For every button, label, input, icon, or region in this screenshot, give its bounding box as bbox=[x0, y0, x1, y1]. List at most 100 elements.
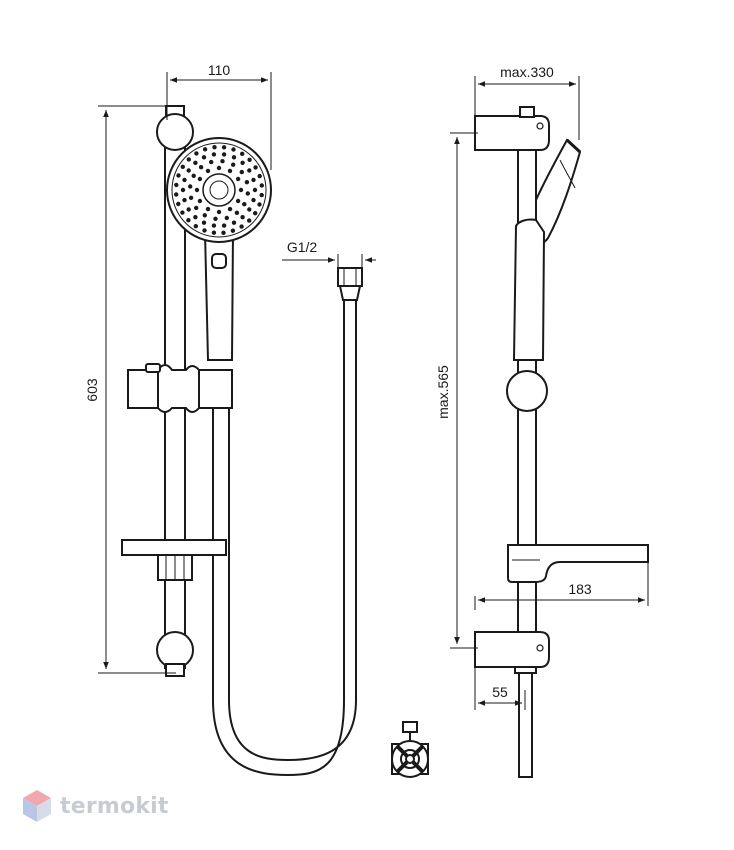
nozzle-dot bbox=[216, 209, 222, 215]
nozzle-dot bbox=[231, 220, 237, 225]
front-bottom-bracket bbox=[156, 631, 194, 669]
nozzle-dot bbox=[186, 207, 191, 212]
nozzle-dot bbox=[201, 155, 207, 160]
dim-label-max330: max.330 bbox=[500, 64, 554, 80]
nozzle-dot bbox=[244, 180, 250, 185]
nozzle-dot bbox=[193, 215, 198, 220]
nozzle-dot bbox=[186, 168, 191, 173]
nozzle-dot bbox=[221, 152, 227, 157]
nozzle-dot bbox=[259, 183, 264, 188]
nozzle-dot bbox=[202, 228, 207, 233]
nozzle-dot bbox=[205, 206, 211, 212]
side-shower-head bbox=[535, 138, 582, 245]
nozzle-dot bbox=[224, 215, 229, 221]
nozzle-dot bbox=[239, 169, 244, 175]
nozzle-dot bbox=[213, 216, 218, 221]
nozzle-dot bbox=[240, 160, 245, 165]
nozzle-dot bbox=[182, 177, 187, 183]
nozzle-dot bbox=[176, 173, 181, 178]
dim-label-603: 603 bbox=[84, 378, 100, 402]
hose-nut bbox=[337, 267, 363, 287]
side-bottom-bracket bbox=[474, 631, 550, 668]
brand-logo: termokit bbox=[22, 786, 169, 826]
side-shelf bbox=[507, 544, 649, 583]
nozzle-dot bbox=[191, 173, 196, 178]
nozzle-dot bbox=[194, 205, 199, 211]
nozzle-dot bbox=[230, 228, 236, 233]
front-shower-head bbox=[166, 137, 272, 243]
side-top-bracket bbox=[474, 115, 550, 151]
nozzle-dot bbox=[194, 151, 199, 156]
brand-name: termokit bbox=[60, 793, 169, 819]
shower-hose bbox=[212, 267, 363, 777]
nozzle-dot bbox=[247, 157, 252, 162]
side-handle bbox=[512, 218, 546, 361]
nozzle-dot bbox=[253, 211, 258, 216]
front-top-bracket bbox=[156, 113, 194, 151]
nozzle-dot bbox=[252, 187, 258, 193]
nozzle-dot bbox=[188, 184, 193, 189]
dim-label-55: 55 bbox=[492, 684, 508, 700]
front-bottom-cap bbox=[165, 663, 185, 677]
nozzle-dot bbox=[180, 187, 186, 193]
dimension-lines bbox=[98, 72, 649, 710]
nozzle-dot bbox=[231, 162, 236, 167]
front-spray-button bbox=[211, 253, 227, 269]
front-shower-handle bbox=[203, 231, 235, 361]
side-slider bbox=[506, 370, 548, 412]
nozzle-dot bbox=[211, 152, 217, 157]
side-view bbox=[474, 106, 649, 778]
nozzle-dot bbox=[220, 159, 225, 164]
nozzle-dot bbox=[212, 145, 217, 150]
nozzle-dot bbox=[197, 198, 203, 204]
nozzle-dot bbox=[257, 173, 262, 179]
nozzle-dot bbox=[193, 160, 198, 165]
nozzle-dot bbox=[240, 151, 245, 156]
nozzle-dot bbox=[231, 155, 237, 160]
nozzle-dot bbox=[227, 206, 233, 212]
nozzle-dot bbox=[193, 224, 198, 229]
nozzle-dot bbox=[238, 187, 244, 193]
nozzle-dot bbox=[221, 145, 227, 150]
nozzle-dot bbox=[247, 168, 252, 173]
nozzle-dot bbox=[240, 215, 245, 220]
nozzle-dot bbox=[188, 195, 194, 200]
nozzle-dot bbox=[247, 207, 252, 212]
nozzle-dot bbox=[242, 202, 247, 207]
nozzle-dot bbox=[209, 159, 214, 165]
front-slider-holder bbox=[127, 364, 233, 413]
nozzle-dot bbox=[201, 220, 207, 225]
nozzle-dot bbox=[239, 224, 244, 229]
wall-connector-detail bbox=[391, 721, 429, 778]
nozzle-dot bbox=[259, 192, 264, 198]
nozzle-dot bbox=[251, 177, 256, 183]
nozzle-dot bbox=[186, 218, 191, 223]
nozzle-dot bbox=[197, 176, 203, 182]
front-shelf bbox=[121, 539, 227, 556]
nozzle-dot bbox=[202, 147, 208, 152]
dim-label-max565: max.565 bbox=[435, 365, 451, 419]
nozzle-dot bbox=[245, 191, 250, 196]
cube-logo-icon bbox=[23, 790, 51, 822]
nozzle-dot bbox=[221, 223, 227, 228]
dim-label-183: 183 bbox=[568, 581, 592, 597]
nozzle-dot bbox=[251, 197, 256, 203]
nozzle-dot bbox=[221, 230, 226, 235]
nozzle-dot bbox=[182, 197, 187, 203]
nozzle-dot bbox=[176, 201, 181, 207]
nozzle-dot bbox=[247, 218, 252, 223]
nozzle-dot bbox=[235, 198, 241, 204]
nozzle-dot bbox=[174, 182, 179, 188]
nozzle-dot bbox=[216, 165, 222, 171]
nozzle-dot bbox=[186, 157, 191, 162]
dimension-labels: 110 603 G1/2 max.330 max.565 183 55 bbox=[84, 62, 592, 700]
nozzle-dot bbox=[253, 165, 258, 170]
nozzle-dot bbox=[180, 164, 185, 169]
nozzle-dot bbox=[235, 176, 241, 182]
nozzle-dot bbox=[227, 168, 233, 174]
nozzle-dot bbox=[234, 210, 240, 215]
nozzle-dot bbox=[257, 202, 262, 207]
nozzle-dot bbox=[174, 192, 179, 197]
side-outlet-pipe bbox=[518, 666, 533, 778]
